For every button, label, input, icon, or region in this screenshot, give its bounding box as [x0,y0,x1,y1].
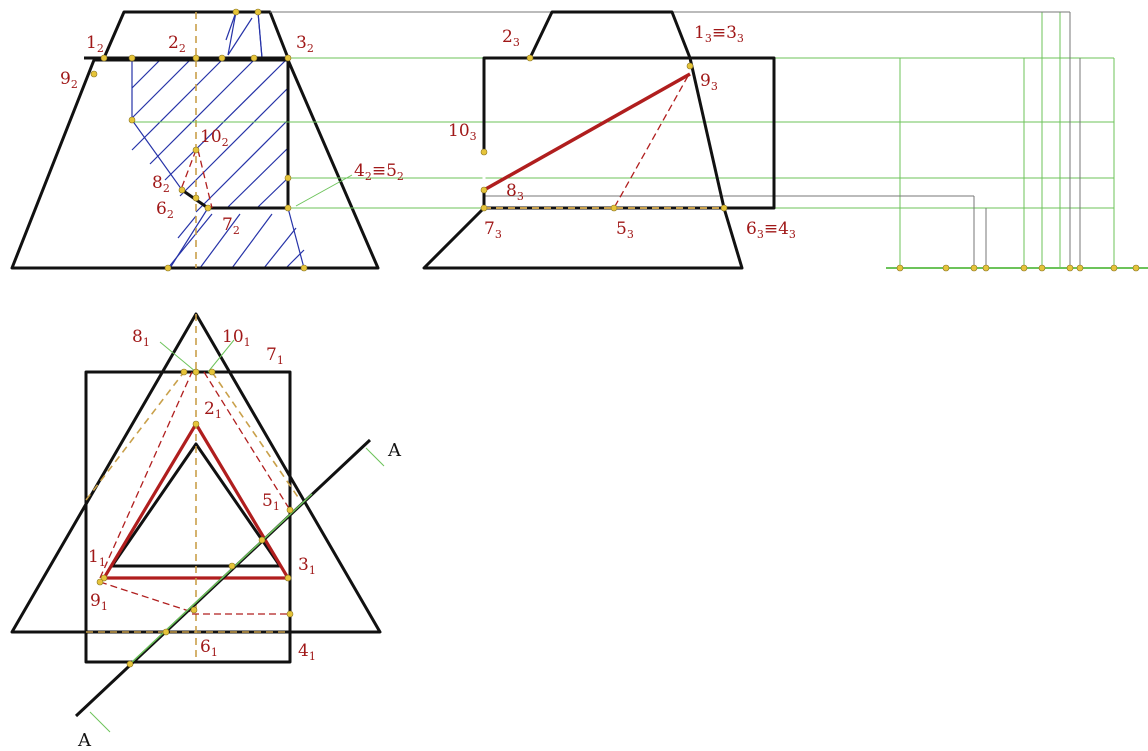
label-10-2: 102 [200,127,229,149]
label-4-1: 41 [298,641,316,663]
label-2-1: 21 [204,399,222,421]
construction-point [686,62,694,70]
construction-point [192,420,200,428]
label-7-3: 73 [484,219,502,241]
construction-point [1076,264,1084,272]
front-section-lines [179,149,213,209]
construction-point [1038,264,1046,272]
label-8-3: 83 [506,181,524,203]
front-hatching [129,11,305,269]
label-9-1: 91 [90,591,108,613]
cut-label-A-lower: A [77,730,92,751]
construction-point [232,8,240,16]
construction-point [1110,264,1118,272]
construction-point [258,536,266,544]
construction-point [1066,264,1074,272]
construction-point [96,578,104,586]
construction-point [896,264,904,272]
construction-point [610,204,618,212]
front-view [10,10,380,270]
construction-point [90,70,98,78]
label-10-3: 103 [448,121,477,143]
construction-point [284,54,292,62]
labels: 12 22 32 92 102 42≡52 82 62 72 23 13≡33 … [60,23,796,751]
label-6-4-3: 63≡43 [746,219,796,241]
leader-10-1 [207,339,235,373]
point-markers [90,8,1140,668]
construction-point [250,54,258,62]
construction-point [284,174,292,182]
construction-point [190,606,198,614]
construction-point [942,264,950,272]
label-3-2: 32 [296,33,314,55]
side-view [422,10,776,270]
construction-point [192,54,200,62]
label-3-1: 31 [298,555,316,577]
construction-point [100,574,108,582]
cut-arrow-upper [365,447,385,467]
side-section-line [483,72,691,192]
label-1-3-3: 13≡33 [694,23,744,45]
label-2-3: 23 [502,27,520,49]
construction-point [480,204,488,212]
label-8-2: 82 [152,173,170,195]
construction-point [128,54,136,62]
construction-point [228,562,236,570]
label-6-1: 61 [200,637,218,659]
construction-point [208,368,216,376]
cut-arrow-lower [89,711,111,733]
label-9-3: 93 [700,71,718,93]
label-7-1: 71 [266,345,284,367]
top-section-dashes [99,371,291,615]
construction-point [218,54,226,62]
construction-point [480,148,488,156]
leader-8-1 [159,341,197,373]
construction-point [204,204,212,212]
label-6-2: 62 [156,199,174,221]
top-view [10,312,385,733]
construction-point [1132,264,1140,272]
label-8-1: 81 [132,327,150,349]
side-hidden-section [613,75,689,209]
construction-point [284,204,292,212]
label-5-1: 51 [262,491,280,513]
construction-point [192,368,200,376]
construction-point [480,186,488,194]
construction-point [286,610,294,618]
construction-point [162,628,170,636]
construction-point [192,146,200,154]
construction-point [526,54,534,62]
construction-point [254,8,262,16]
construction-point [180,368,188,376]
cut-label-A-upper: A [387,440,402,461]
construction-point [100,54,108,62]
label-1-2: 12 [86,33,104,55]
construction-point [192,194,200,202]
label-4-5-2: 42≡52 [354,161,404,183]
label-7-2: 72 [222,215,240,237]
construction-lines [132,12,1148,269]
construction-point [284,574,292,582]
label-2-2: 22 [168,33,186,55]
projection-lines-grey [270,11,1081,268]
cutting-plane-green [129,493,313,665]
construction-point [982,264,990,272]
label-10-1: 101 [222,327,251,349]
front-leader-4-5 [295,174,353,207]
construction-point [1020,264,1028,272]
construction-point [286,506,294,514]
label-1-1: 11 [88,547,106,569]
construction-point [300,264,308,272]
construction-point [128,116,136,124]
construction-point [164,264,172,272]
construction-point [970,264,978,272]
label-5-3: 53 [616,219,634,241]
construction-point [126,660,134,668]
construction-point [720,204,728,212]
label-9-2: 92 [60,69,78,91]
construction-point [178,186,186,194]
